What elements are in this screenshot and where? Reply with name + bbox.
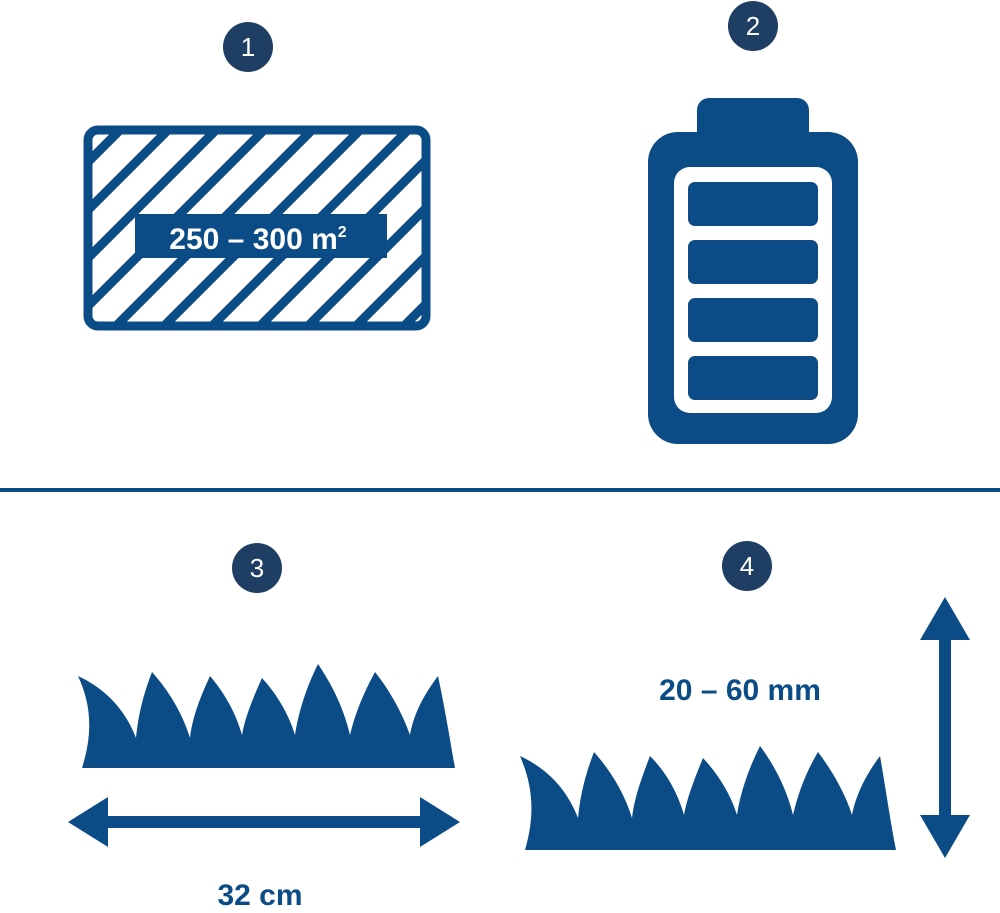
badge-3: 3 [232, 543, 282, 593]
grass-icon [78, 664, 455, 768]
panel-cutting-width: 3 32 cm [68, 543, 460, 912]
badge-2-number: 2 [746, 11, 760, 41]
hatch-line [305, 205, 422, 322]
hatch-line [92, 134, 123, 165]
hatch-line [353, 253, 422, 322]
badge-1-number: 1 [241, 32, 255, 62]
width-arrow-icon [68, 797, 460, 847]
battery-cell [688, 182, 818, 226]
battery-cell [688, 356, 818, 400]
battery-icon [648, 98, 858, 444]
hatch-line [92, 134, 219, 261]
cutting-height-label: 20 – 60 mm [659, 674, 821, 707]
badge-4-number: 4 [740, 551, 754, 581]
hatch-line [448, 130, 648, 330]
section-divider [0, 488, 1000, 492]
height-arrow-icon [920, 597, 970, 858]
badge-1: 1 [223, 22, 273, 72]
battery-cells [688, 182, 818, 400]
grass-icon [520, 746, 896, 850]
battery-cell [688, 240, 818, 284]
area-label: 250 – 300 m2 [169, 223, 346, 256]
cutting-width-label: 32 cm [217, 879, 302, 912]
badge-4: 4 [722, 541, 772, 591]
area-label-box [135, 214, 387, 258]
hatch-line [0, 130, 72, 330]
badge-3-number: 3 [250, 553, 264, 583]
panel-cutting-height: 4 20 – 60 mm [520, 541, 970, 858]
badge-2: 2 [728, 1, 778, 51]
panel-area: 1 250 – 300 m2 [0, 22, 648, 331]
hatch-line [92, 134, 171, 213]
panel-battery: 2 [648, 1, 858, 444]
battery-cell [688, 298, 818, 342]
